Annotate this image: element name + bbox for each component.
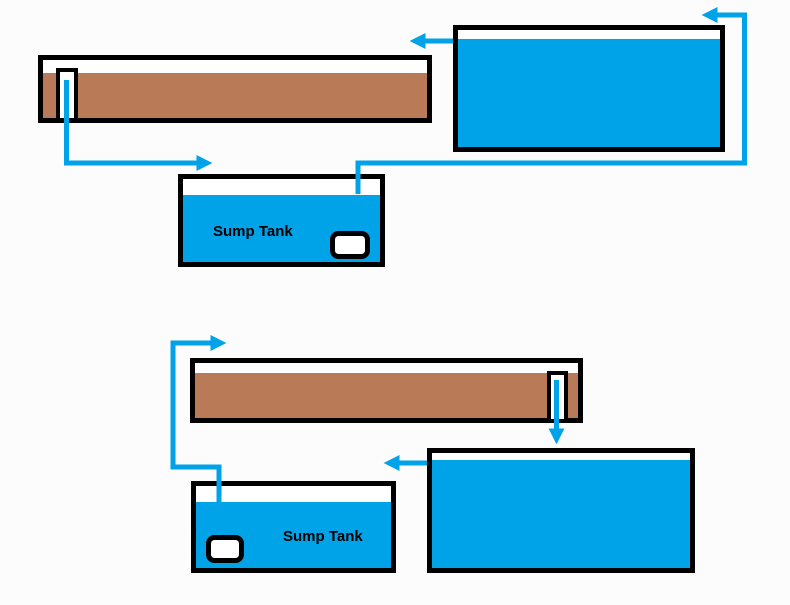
pump <box>330 231 370 259</box>
sump-tank-label: Sump Tank <box>213 223 293 240</box>
fish-tank-water <box>432 460 690 568</box>
growbed-media <box>43 73 427 118</box>
diagram-top: Sump Tank <box>38 6 747 267</box>
pipe-sump-to-fishtank <box>355 6 747 194</box>
pump <box>206 535 244 563</box>
growbed-media <box>195 373 578 418</box>
diagram-bottom: Sump Tank <box>170 334 695 573</box>
pipe-sump-to-growbed <box>170 334 227 502</box>
pipe-growbed-to-sump <box>64 80 213 172</box>
sump-tank-label: Sump Tank <box>283 528 363 545</box>
fish-tank-water <box>458 39 720 147</box>
